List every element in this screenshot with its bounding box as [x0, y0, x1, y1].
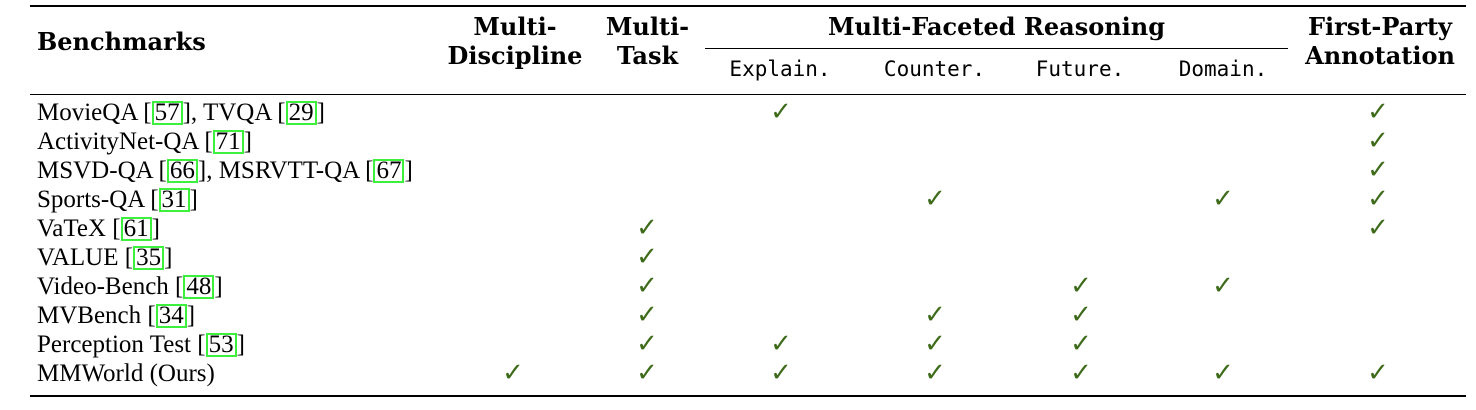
benchmark-name: MVBench [34]	[37, 301, 195, 330]
checkmark-icon-multi-task: ✓	[636, 242, 658, 272]
checkmark-icon-future: ✓	[1070, 329, 1092, 359]
reasoning-group-rule	[705, 48, 1288, 49]
checkmark-icon-first-party: ✓	[1367, 358, 1389, 388]
benchmark-text: Sports-QA [	[37, 186, 159, 213]
checkmark-icon-domain: ✓	[1212, 358, 1234, 388]
benchmark-text: ]	[404, 157, 413, 184]
header-rule	[30, 94, 1466, 95]
benchmark-text: ]	[186, 302, 196, 329]
header-future: Future.	[1035, 57, 1125, 81]
benchmark-name: ActivityNet-QA [71]	[37, 127, 252, 156]
citation-link[interactable]: 71	[212, 129, 244, 154]
citation-link[interactable]: 67	[373, 158, 405, 183]
checkmark-icon-explain: ✓	[770, 358, 792, 388]
benchmark-name: Sports-QA [31]	[37, 185, 198, 214]
benchmark-name: Video-Bench [48]	[37, 272, 223, 301]
citation-link[interactable]: 61	[120, 216, 152, 241]
header-multi-discipline-line2: Discipline	[447, 41, 583, 70]
header-multi-discipline: Multi- Discipline	[440, 12, 590, 70]
benchmark-name: MovieQA [57], TVQA [29]	[37, 98, 325, 127]
checkmark-icon-multi-task: ✓	[636, 358, 658, 388]
benchmark-name: Perception Test [53]	[37, 330, 245, 359]
checkmark-icon-future: ✓	[1070, 300, 1092, 330]
header-benchmarks: Benchmarks	[37, 27, 206, 56]
citation-link[interactable]: 53	[205, 332, 237, 357]
checkmark-icon-first-party: ✓	[1367, 97, 1389, 127]
checkmark-icon-multi-task: ✓	[636, 213, 658, 243]
benchmark-name: VaTeX [61]	[37, 214, 160, 243]
benchmark-text: ]	[236, 331, 245, 358]
citation-link[interactable]: 48	[183, 274, 215, 299]
checkmark-icon-first-party: ✓	[1367, 184, 1389, 214]
checkmark-icon-domain: ✓	[1212, 184, 1234, 214]
top-rule	[30, 5, 1466, 7]
benchmark-text: MSVD-QA [	[37, 157, 167, 184]
citation-link[interactable]: 66	[166, 158, 198, 183]
bottom-rule	[30, 395, 1466, 397]
checkmark-icon-multi-task: ✓	[636, 329, 658, 359]
benchmark-text: ]	[164, 244, 173, 271]
header-first-party-line2: Annotation	[1305, 41, 1455, 70]
checkmark-icon-counter: ✓	[924, 358, 946, 388]
checkmark-icon-counter: ✓	[924, 329, 946, 359]
checkmark-icon-counter: ✓	[924, 184, 946, 214]
header-first-party-line1: First-Party	[1308, 12, 1452, 41]
benchmark-text: ]	[151, 215, 160, 242]
checkmark-icon-first-party: ✓	[1367, 126, 1389, 156]
benchmark-text: ], MSRVTT-QA [	[197, 157, 374, 184]
benchmark-text: ], TVQA [	[182, 99, 286, 126]
header-explain: Explain.	[729, 57, 831, 81]
benchmark-text: MVBench [	[37, 302, 156, 329]
header-multi-discipline-line1: Multi-	[473, 12, 557, 41]
benchmark-name: MSVD-QA [66], MSRVTT-QA [67]	[37, 156, 413, 185]
benchmark-text: ]	[243, 128, 252, 155]
benchmark-name: VALUE [35]	[37, 243, 172, 272]
checkmark-icon-first-party: ✓	[1367, 155, 1389, 185]
benchmark-text: Perception Test [	[37, 331, 206, 358]
header-multi-task-line1: Multi-	[605, 12, 690, 41]
checkmark-icon-future: ✓	[1070, 358, 1092, 388]
header-counter: Counter.	[883, 57, 986, 81]
checkmark-icon-multi-task: ✓	[636, 300, 658, 330]
benchmark-text: ]	[189, 186, 198, 213]
benchmark-text: MovieQA [	[37, 99, 152, 126]
checkmark-icon-multi-task: ✓	[636, 271, 658, 301]
header-multi-faceted-reasoning: Multi-Faceted Reasoning	[827, 12, 1166, 41]
benchmark-name: MMWorld (Ours)	[37, 359, 215, 388]
checkmark-icon-future: ✓	[1070, 271, 1092, 301]
checkmark-icon-domain: ✓	[1212, 271, 1234, 301]
benchmark-text: VALUE [	[37, 244, 134, 271]
checkmark-icon-multi-discipline: ✓	[502, 358, 524, 388]
citation-link[interactable]: 29	[285, 100, 317, 125]
benchmark-text: VaTeX [	[37, 215, 121, 242]
benchmark-text: ]	[316, 99, 325, 126]
benchmark-text: MMWorld (Ours)	[37, 360, 215, 387]
citation-link[interactable]: 34	[155, 303, 187, 328]
citation-link[interactable]: 57	[151, 100, 183, 125]
citation-link[interactable]: 35	[133, 245, 165, 270]
checkmark-icon-explain: ✓	[770, 329, 792, 359]
benchmark-text: ]	[214, 273, 223, 300]
header-domain: Domain.	[1178, 57, 1268, 81]
checkmark-icon-explain: ✓	[770, 97, 792, 127]
header-multi-task-line2: Task	[616, 41, 679, 70]
header-first-party-annotation: First-Party Annotation	[1300, 12, 1460, 70]
header-multi-task: Multi- Task	[595, 12, 700, 70]
benchmark-text: ActivityNet-QA [	[37, 128, 213, 155]
checkmark-icon-first-party: ✓	[1367, 213, 1389, 243]
citation-link[interactable]: 31	[158, 187, 190, 212]
benchmark-text: Video-Bench [	[37, 273, 184, 300]
checkmark-icon-counter: ✓	[924, 300, 946, 330]
